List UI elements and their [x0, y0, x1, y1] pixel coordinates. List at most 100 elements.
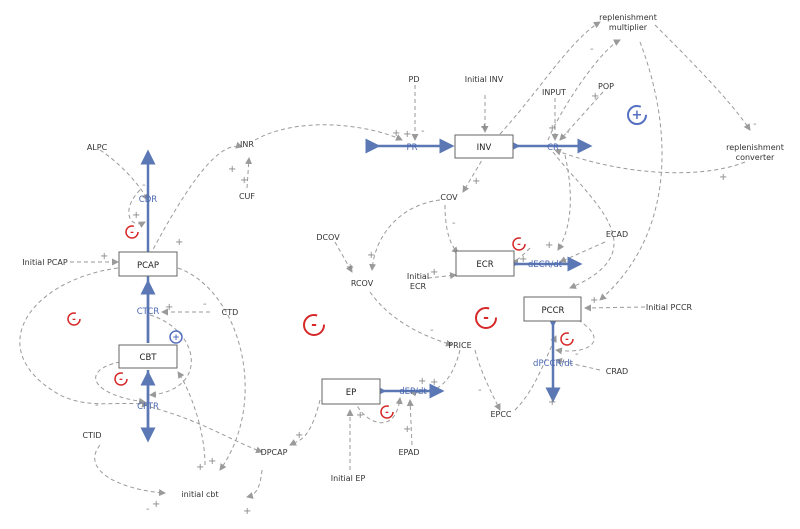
svg-text:+: + [632, 108, 643, 123]
flow-cr-label: CR [547, 143, 559, 153]
var-initial-pcap[interactable]: Initial PCAP [22, 258, 68, 267]
svg-text:+: + [243, 506, 251, 517]
svg-text:+: + [519, 254, 527, 265]
var-ctid[interactable]: CTID [83, 431, 102, 440]
link-polarities: +- + +- -+ -+ -+ ++ + +- ++ - -+ ++ + + … [95, 44, 757, 517]
loop-price-icon[interactable]: - [475, 307, 497, 329]
var-input[interactable]: INPUT [542, 88, 566, 97]
var-cov[interactable]: COV [440, 193, 458, 202]
var-cuf[interactable]: CUF [239, 192, 255, 201]
flow-pr-label: PR [406, 143, 417, 153]
stock-cbt-label: CBT [140, 353, 158, 363]
loop-pcap-left-icon[interactable]: - [67, 312, 81, 326]
svg-text:-: - [430, 325, 434, 336]
var-ecad[interactable]: ECAD [606, 230, 628, 239]
flow-ctcr-label: CTCR [137, 307, 160, 317]
stock-pccr[interactable]: PCCR [523, 296, 582, 322]
stock-ep[interactable]: EP [321, 378, 381, 405]
var-initial-cbt[interactable]: initial cbt [181, 490, 218, 499]
svg-text:-: - [146, 504, 150, 515]
svg-text:+: + [403, 129, 411, 140]
stock-pccr-label: PCCR [542, 306, 565, 316]
loop-ep-icon[interactable]: - [380, 405, 394, 419]
var-epcc[interactable]: EPCC [490, 410, 511, 419]
svg-text:+: + [719, 172, 727, 183]
svg-text:-: - [575, 349, 579, 360]
var-price[interactable]: PRICE [448, 341, 471, 350]
loop-pccr-icon[interactable]: - [560, 332, 574, 346]
stock-inv[interactable]: INV [454, 134, 514, 159]
svg-text:+: + [346, 262, 354, 273]
svg-text:+: + [228, 164, 236, 175]
stock-pcap[interactable]: PCAP [118, 251, 178, 277]
stock-cbt[interactable]: CBT [118, 344, 178, 369]
var-alpc[interactable]: ALPC [87, 143, 108, 152]
svg-text:-: - [753, 119, 757, 130]
svg-text:-: - [72, 315, 76, 325]
flow-dpccr-label: dPCCR/dt [533, 359, 574, 369]
svg-text:+: + [208, 456, 216, 467]
var-crad[interactable]: CRAD [606, 367, 628, 376]
flows [140, 138, 593, 443]
flow-dep-label: dEP/dt [399, 387, 427, 397]
flow-decr-label: dECR/dt [528, 260, 563, 270]
svg-text:-: - [566, 127, 570, 138]
var-initial-pccr[interactable]: Initial PCCR [646, 303, 693, 312]
svg-text:-: - [517, 240, 521, 250]
svg-text:+: + [356, 410, 364, 421]
var-dcov[interactable]: DCOV [316, 233, 340, 242]
flow-cdr-label: CDR [139, 195, 157, 205]
loop-markers: + - - + - - - - [67, 105, 647, 419]
svg-text:+: + [132, 210, 140, 221]
svg-text:+: + [430, 377, 438, 388]
svg-text:-: - [478, 385, 482, 396]
stock-ep-label: EP [346, 388, 357, 398]
svg-text:+: + [472, 176, 480, 187]
var-inr[interactable]: INR [240, 140, 254, 149]
svg-text:-: - [590, 44, 594, 55]
svg-text:-: - [203, 299, 207, 310]
loop-cbt-icon[interactable]: - [114, 372, 128, 386]
svg-text:+: + [100, 251, 108, 262]
flow-cftr-label: CFTR [137, 402, 159, 412]
svg-text:+: + [196, 462, 204, 473]
loop-center-icon[interactable]: - [303, 314, 325, 336]
svg-text:+: + [548, 397, 556, 408]
svg-text:+: + [165, 302, 173, 313]
svg-text:-: - [452, 218, 456, 229]
stock-pcap-label: PCAP [137, 261, 159, 271]
stock-ecr-label: ECR [476, 260, 493, 270]
var-initial-ep[interactable]: Initial EP [331, 474, 366, 483]
var-ctd[interactable]: CTD [222, 308, 239, 317]
svg-text:+: + [590, 295, 598, 306]
svg-text:-: - [385, 408, 389, 418]
svg-text:+: + [480, 122, 488, 133]
stock-inv-label: INV [477, 143, 492, 153]
svg-text:-: - [130, 228, 134, 238]
svg-text:+: + [172, 333, 180, 343]
var-epad[interactable]: EPAD [399, 448, 420, 457]
var-initial-inv[interactable]: Initial INV [465, 75, 504, 84]
svg-text:+: + [175, 237, 183, 248]
var-pd[interactable]: PD [409, 75, 420, 84]
svg-text:+: + [591, 91, 599, 102]
svg-text:-: - [311, 317, 317, 333]
loop-ecr-icon[interactable]: - [512, 237, 526, 251]
svg-text:-: - [483, 310, 489, 326]
svg-text:+: + [418, 376, 426, 387]
svg-text:+: + [403, 424, 411, 435]
var-rcov[interactable]: RCOV [351, 279, 374, 288]
var-dpcap[interactable]: DPCAP [261, 448, 288, 457]
svg-text:+: + [152, 499, 160, 510]
var-pop[interactable]: POP [598, 82, 614, 91]
svg-text:-: - [95, 400, 99, 411]
stock-ecr[interactable]: ECR [455, 250, 515, 277]
loop-cdr-icon[interactable]: - [125, 225, 139, 239]
loop-ctcr-icon[interactable]: + [169, 330, 183, 344]
loop-top-right-icon[interactable]: + [627, 105, 647, 125]
svg-text:+: + [295, 430, 303, 441]
